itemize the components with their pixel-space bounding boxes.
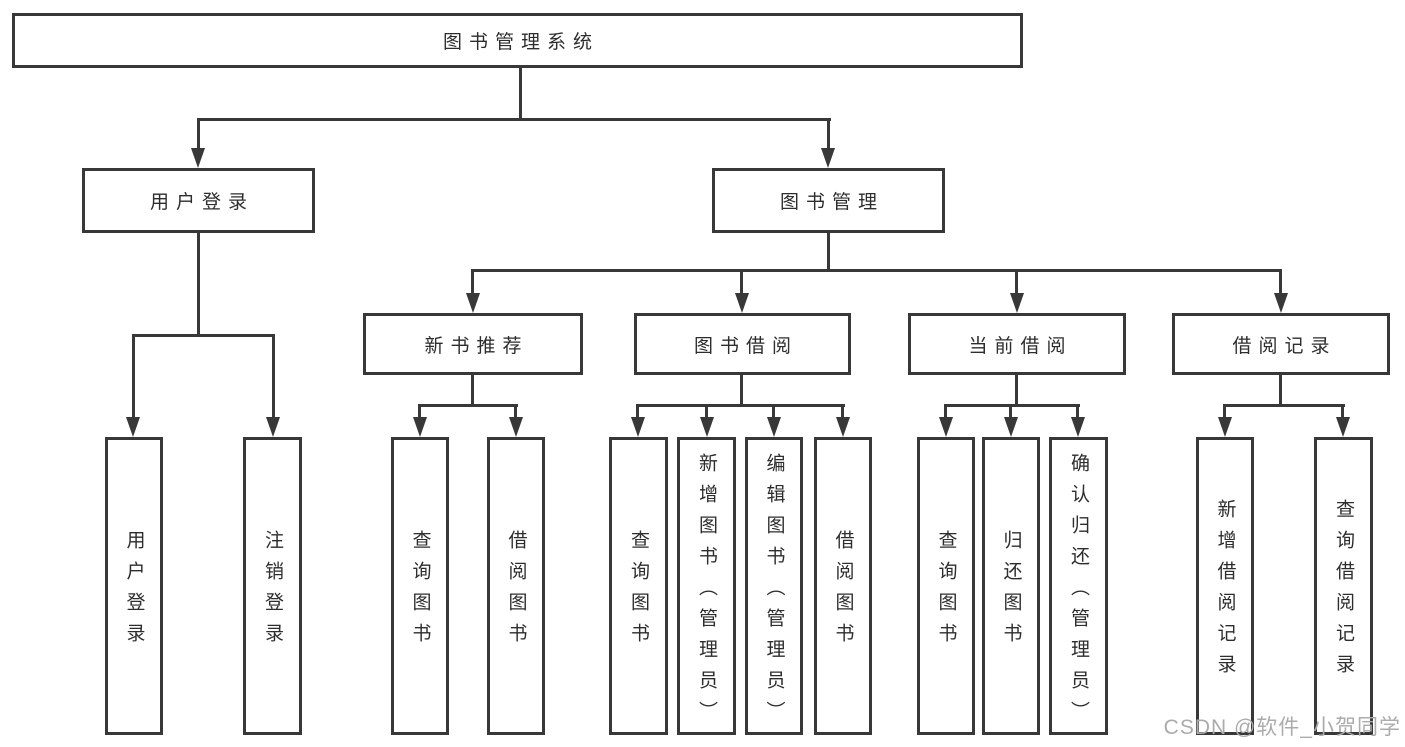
leaf-logout: 注销登录 xyxy=(243,437,302,735)
node-current-borrowing-label: 当前借阅 xyxy=(968,335,1073,357)
node-borrow-records: 借阅记录 xyxy=(1172,313,1390,375)
arrowhead-icon xyxy=(821,148,835,168)
connector-stem-leaf xyxy=(1076,404,1079,419)
connector-root-drop xyxy=(519,68,522,121)
leaf-label: 用户登录 xyxy=(123,530,145,654)
leaf-label: 查询图书 xyxy=(935,530,957,654)
leaf-return-books: 归还图书 xyxy=(982,437,1040,735)
leaf-edit-books-admin: 编辑图书（管理员） xyxy=(745,437,803,735)
connector-stem-borrow xyxy=(740,269,743,295)
arrowhead-icon xyxy=(266,417,280,437)
connector-stem-leaf xyxy=(514,404,517,419)
arrowhead-icon xyxy=(1004,417,1018,437)
leaf-label: 编辑图书（管理员） xyxy=(763,452,785,732)
leaf-add-borrow-record: 新增借阅记录 xyxy=(1196,437,1254,735)
arrowhead-icon xyxy=(509,417,523,437)
leaf-query-books-3: 查询图书 xyxy=(917,437,975,735)
node-new-book-recommend: 新书推荐 xyxy=(363,313,583,375)
connector-stem-user-login xyxy=(197,118,200,151)
leaf-label: 查询图书 xyxy=(409,530,431,654)
connector-root-rail xyxy=(197,118,831,121)
connector-stem-leaf xyxy=(636,404,639,419)
connector-stem-records xyxy=(1279,269,1282,295)
leaf-query-borrow-record: 查询借阅记录 xyxy=(1314,437,1373,735)
leaf-user-login: 用户登录 xyxy=(105,437,163,735)
connector-borrow-drop xyxy=(740,375,743,407)
arrowhead-icon xyxy=(1010,293,1024,313)
arrowhead-icon xyxy=(1274,293,1288,313)
arrowhead-icon xyxy=(700,417,714,437)
leaf-label: 注销登录 xyxy=(262,530,283,654)
node-root: 图书管理系统 xyxy=(12,13,1023,68)
arrowhead-icon xyxy=(836,417,850,437)
leaf-label: 确认归还（管理员） xyxy=(1068,452,1089,732)
leaf-borrow-books-1: 借阅图书 xyxy=(487,437,545,735)
arrowhead-icon xyxy=(466,293,480,313)
connector-records-drop xyxy=(1279,375,1282,407)
leaf-label: 借阅图书 xyxy=(505,530,527,654)
connector-stem-leaf xyxy=(272,334,275,419)
connector-bookmgmt-drop xyxy=(827,233,830,272)
node-root-label: 图书管理系统 xyxy=(442,32,599,53)
arrowhead-icon xyxy=(631,417,645,437)
arrowhead-icon xyxy=(191,148,205,168)
arrowhead-icon xyxy=(767,417,781,437)
connector-newbook-drop xyxy=(471,375,474,407)
arrowhead-icon xyxy=(939,417,953,437)
arrowhead-icon xyxy=(1218,417,1232,437)
connector-stem-current xyxy=(1015,269,1018,295)
connector-bookmgmt-rail xyxy=(471,269,1282,272)
arrowhead-icon xyxy=(126,417,140,437)
leaf-borrow-books-2: 借阅图书 xyxy=(814,437,872,735)
connector-userlogin-drop xyxy=(197,233,200,337)
connector-stem-book-mgmt xyxy=(827,118,830,151)
node-borrow-records-label: 借阅记录 xyxy=(1232,335,1337,357)
node-book-management: 图书管理 xyxy=(712,168,945,233)
node-current-borrowing: 当前借阅 xyxy=(908,313,1126,375)
leaf-add-books-admin: 新增图书（管理员） xyxy=(677,437,736,735)
leaf-label: 归还图书 xyxy=(1000,530,1022,654)
leaf-query-books-1: 查询图书 xyxy=(391,437,449,735)
connector-current-drop xyxy=(1015,375,1018,407)
connector-stem-leaf xyxy=(1009,404,1012,419)
node-user-login-label: 用户登录 xyxy=(149,192,254,213)
connector-current-rail xyxy=(944,404,1080,407)
leaf-confirm-return-admin: 确认归还（管理员） xyxy=(1049,437,1108,735)
leaf-label: 借阅图书 xyxy=(832,530,854,654)
connector-stem-leaf xyxy=(1223,404,1226,419)
leaf-query-books-2: 查询图书 xyxy=(609,437,668,735)
connector-stem-leaf xyxy=(944,404,947,419)
connector-stem-leaf xyxy=(705,404,708,419)
connector-newbook-rail xyxy=(418,404,518,407)
connector-userlogin-rail xyxy=(132,334,275,337)
connector-stem-leaf xyxy=(841,404,844,419)
connector-stem-leaf xyxy=(772,404,775,419)
connector-stem-leaf xyxy=(1341,404,1344,419)
node-book-borrowing-label: 图书借阅 xyxy=(693,335,798,357)
connector-records-rail xyxy=(1223,404,1345,407)
node-new-book-recommend-label: 新书推荐 xyxy=(424,335,529,357)
leaf-label: 新增借阅记录 xyxy=(1214,499,1236,685)
node-book-management-label: 图书管理 xyxy=(779,192,884,213)
node-user-login: 用户登录 xyxy=(82,168,315,233)
arrowhead-icon xyxy=(1336,417,1350,437)
leaf-label: 查询图书 xyxy=(628,530,649,654)
connector-borrow-rail xyxy=(636,404,845,407)
connector-stem-leaf xyxy=(418,404,421,419)
arrowhead-icon xyxy=(1071,417,1085,437)
leaf-label: 查询借阅记录 xyxy=(1333,499,1354,685)
arrowhead-icon xyxy=(735,293,749,313)
connector-stem-newbook xyxy=(471,269,474,295)
arrowhead-icon xyxy=(413,417,427,437)
connector-stem-leaf xyxy=(132,334,135,419)
node-book-borrowing: 图书借阅 xyxy=(634,313,851,375)
leaf-label: 新增图书（管理员） xyxy=(696,452,717,732)
watermark: CSDN @软件_小贺同学 xyxy=(1163,716,1401,739)
